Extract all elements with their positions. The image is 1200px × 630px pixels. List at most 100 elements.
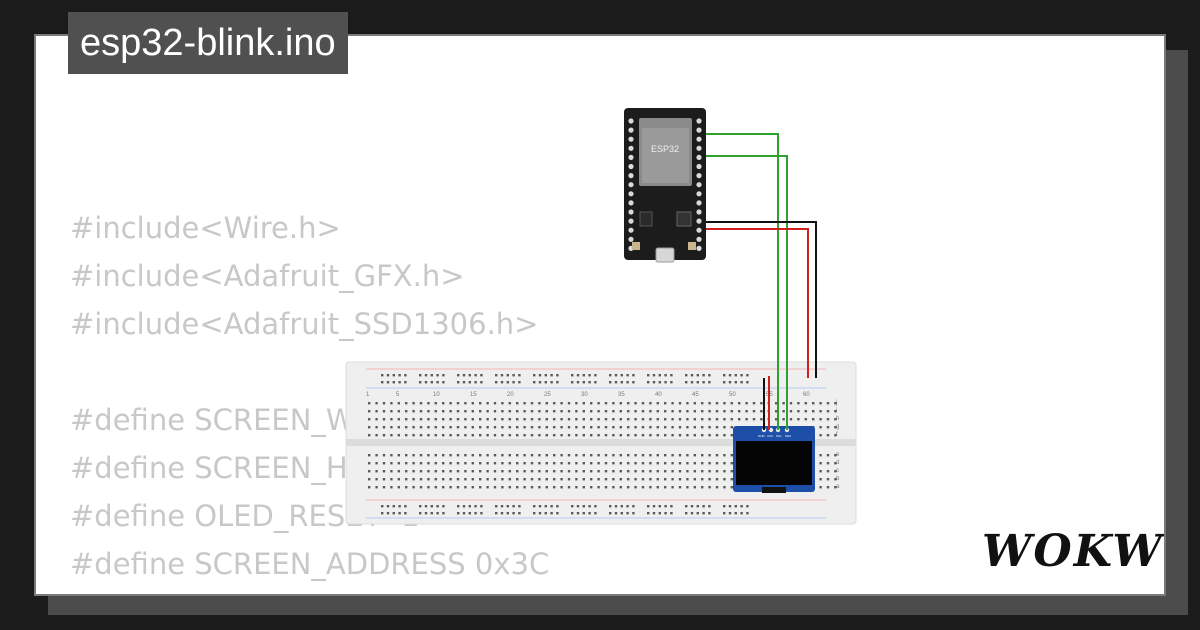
breadboard-hole[interactable]	[634, 418, 637, 421]
breadboard-hole[interactable]	[641, 470, 645, 473]
breadboard-hole[interactable]	[397, 462, 400, 465]
breadboard-hole[interactable]	[462, 512, 466, 515]
breadboard-hole[interactable]	[641, 462, 645, 465]
breadboard-hole[interactable]	[738, 402, 741, 405]
breadboard-hole[interactable]	[442, 374, 445, 377]
breadboard-hole[interactable]	[678, 434, 682, 437]
breadboard-hole[interactable]	[462, 374, 466, 377]
breadboard-hole[interactable]	[516, 486, 519, 489]
breadboard-hole[interactable]	[604, 478, 608, 481]
breadboard-hole[interactable]	[538, 454, 541, 457]
breadboard-hole[interactable]	[386, 505, 390, 508]
breadboard-hole[interactable]	[746, 512, 749, 515]
breadboard-hole[interactable]	[819, 486, 822, 489]
breadboard-hole[interactable]	[588, 374, 591, 377]
breadboard-hole[interactable]	[627, 478, 630, 481]
breadboard-hole[interactable]	[553, 470, 556, 473]
breadboard-hole[interactable]	[533, 381, 536, 384]
breadboard-hole[interactable]	[634, 410, 637, 413]
breadboard-hole[interactable]	[386, 512, 390, 515]
breadboard-hole[interactable]	[619, 470, 622, 473]
breadboard-hole[interactable]	[516, 454, 519, 457]
breadboard-hole[interactable]	[627, 434, 630, 437]
breadboard-hole[interactable]	[506, 374, 509, 377]
breadboard-hole[interactable]	[508, 462, 511, 465]
breadboard-hole[interactable]	[582, 374, 585, 377]
breadboard-hole[interactable]	[375, 402, 378, 405]
breadboard-hole[interactable]	[427, 454, 430, 457]
breadboard-hole[interactable]	[508, 434, 511, 437]
breadboard-hole[interactable]	[501, 486, 504, 489]
breadboard-hole[interactable]	[538, 478, 541, 481]
breadboard-hole[interactable]	[436, 374, 439, 377]
breadboard-hole[interactable]	[701, 426, 704, 429]
breadboard-hole[interactable]	[375, 426, 378, 429]
breadboard-hole[interactable]	[723, 381, 726, 384]
breadboard-hole[interactable]	[419, 410, 423, 413]
breadboard-hole[interactable]	[664, 374, 667, 377]
breadboard-hole[interactable]	[382, 454, 386, 457]
breadboard-hole[interactable]	[424, 374, 428, 377]
breadboard-hole[interactable]	[590, 486, 593, 489]
breadboard-hole[interactable]	[715, 470, 719, 473]
breadboard-hole[interactable]	[685, 512, 688, 515]
breadboard-hole[interactable]	[500, 381, 504, 384]
breadboard-hole[interactable]	[508, 486, 511, 489]
breadboard-hole[interactable]	[597, 486, 600, 489]
breadboard-hole[interactable]	[678, 410, 682, 413]
breadboard-hole[interactable]	[590, 478, 593, 481]
breadboard-hole[interactable]	[760, 402, 763, 405]
breadboard-hole[interactable]	[664, 486, 667, 489]
breadboard-hole[interactable]	[819, 478, 822, 481]
breadboard-hole[interactable]	[708, 426, 711, 429]
breadboard-hole[interactable]	[368, 410, 371, 413]
breadboard-hole[interactable]	[560, 410, 563, 413]
breadboard-hole[interactable]	[634, 454, 637, 457]
breadboard-hole[interactable]	[696, 374, 699, 377]
breadboard-hole[interactable]	[523, 426, 526, 429]
breadboard-hole[interactable]	[819, 462, 822, 465]
breadboard-hole[interactable]	[471, 426, 474, 429]
breadboard-hole[interactable]	[424, 381, 428, 384]
breadboard-hole[interactable]	[545, 486, 548, 489]
esp32-pin[interactable]	[628, 163, 634, 170]
breadboard-hole[interactable]	[597, 462, 600, 465]
breadboard-hole[interactable]	[826, 418, 830, 421]
breadboard-hole[interactable]	[696, 381, 699, 384]
breadboard-hole[interactable]	[597, 410, 600, 413]
breadboard-hole[interactable]	[652, 512, 656, 515]
breadboard-hole[interactable]	[375, 478, 378, 481]
breadboard-hole[interactable]	[819, 418, 822, 421]
breadboard-hole[interactable]	[500, 505, 504, 508]
breadboard-hole[interactable]	[518, 374, 521, 377]
breadboard-hole[interactable]	[430, 381, 433, 384]
breadboard-hole[interactable]	[619, 454, 622, 457]
breadboard-hole[interactable]	[671, 478, 674, 481]
breadboard-hole[interactable]	[671, 470, 674, 473]
breadboard-hole[interactable]	[464, 426, 467, 429]
breadboard-hole[interactable]	[582, 478, 585, 481]
breadboard-hole[interactable]	[576, 381, 580, 384]
breadboard-hole[interactable]	[740, 505, 743, 508]
breadboard-hole[interactable]	[456, 410, 460, 413]
breadboard-hole[interactable]	[834, 434, 837, 437]
breadboard-hole[interactable]	[419, 426, 423, 429]
breadboard-hole[interactable]	[701, 470, 704, 473]
breadboard-hole[interactable]	[649, 486, 652, 489]
breadboard-hole[interactable]	[723, 374, 726, 377]
breadboard-hole[interactable]	[442, 434, 445, 437]
breadboard-hole[interactable]	[567, 402, 571, 405]
breadboard-hole[interactable]	[479, 470, 482, 473]
breadboard-hole[interactable]	[553, 478, 556, 481]
breadboard-hole[interactable]	[715, 454, 719, 457]
breadboard-hole[interactable]	[368, 426, 371, 429]
breadboard-hole[interactable]	[658, 381, 661, 384]
breadboard-hole[interactable]	[634, 486, 637, 489]
breadboard-hole[interactable]	[397, 410, 400, 413]
breadboard-hole[interactable]	[708, 374, 711, 377]
breadboard-hole[interactable]	[397, 434, 400, 437]
breadboard-hole[interactable]	[789, 410, 793, 413]
breadboard-hole[interactable]	[471, 402, 474, 405]
breadboard-hole[interactable]	[588, 505, 591, 508]
breadboard-hole[interactable]	[442, 505, 445, 508]
